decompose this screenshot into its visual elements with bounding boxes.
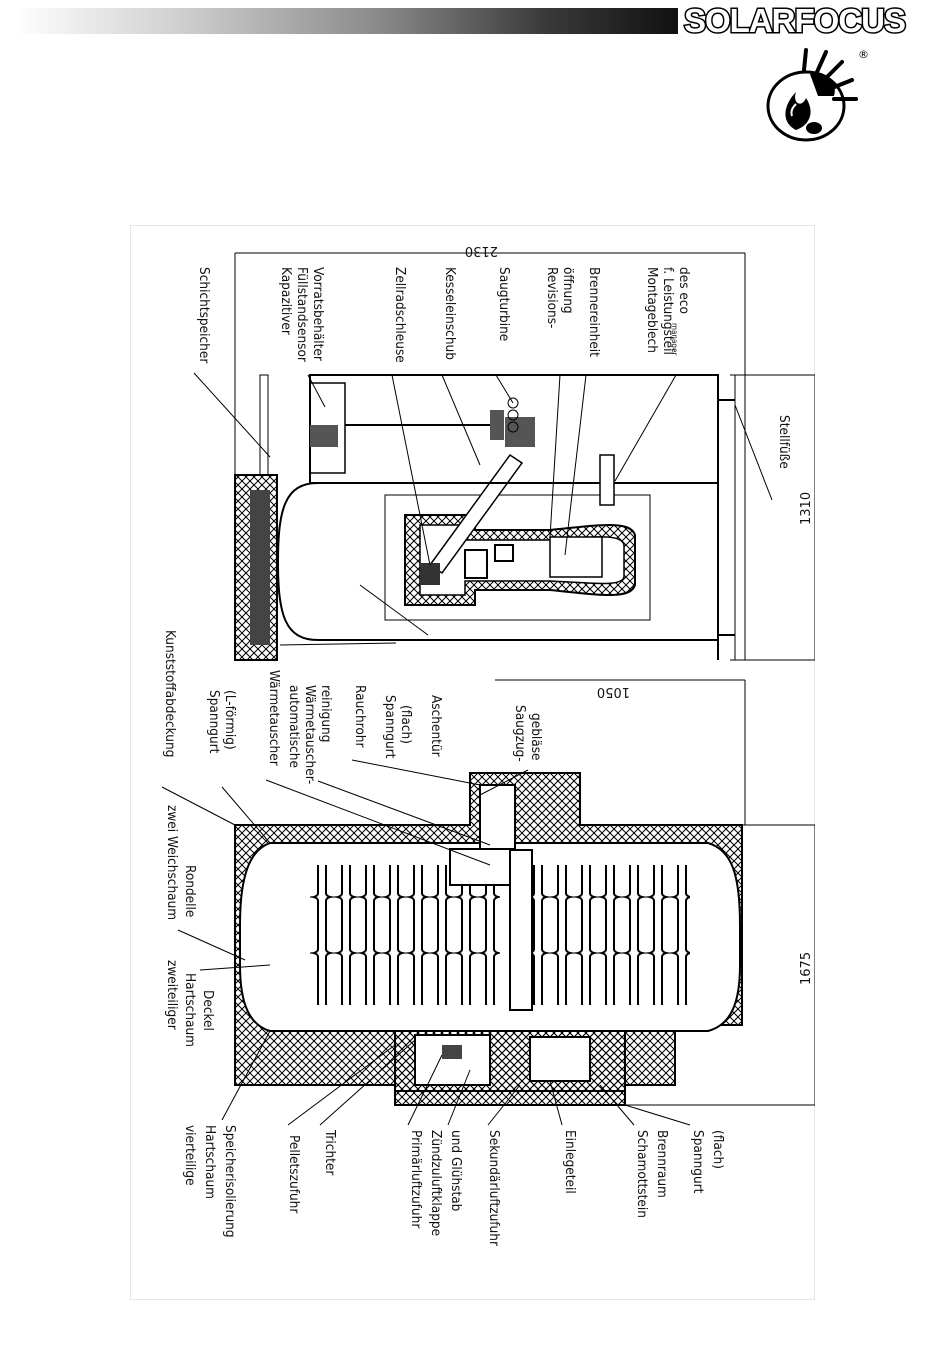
label-geblaese: gebläse (528, 713, 544, 761)
label-stellfuesse: Stellfüße (776, 415, 792, 469)
label-des-eco: des eco (676, 267, 692, 314)
label-kesseleinschub: Kesseleinschub (442, 267, 458, 360)
label-hartschaum-iso: Hartschaum (202, 1125, 218, 1199)
label-primaerluftzufuhr: Primärluftzufuhr (408, 1130, 424, 1228)
label-einlegeteil: Einlegeteil (562, 1130, 578, 1194)
label-speicherisolierung: Speicherisolierung (222, 1125, 238, 1238)
label-montageblech: Montageblech (644, 267, 660, 353)
label-leistungsteil: f. Leistungsteil (660, 267, 676, 355)
label-deckel: Deckel (200, 990, 216, 1031)
dimension-1050: 1050 (597, 684, 630, 699)
dimension-2130: 2130 (465, 243, 498, 258)
label-spanngurt-l: Spanngurt (206, 690, 222, 754)
label-hartschaum-deckel: Hartschaum (182, 973, 198, 1047)
label-sekundaerluftzufuhr: Sekundärluftzufuhr (486, 1130, 502, 1246)
label-brennereinheit: Brennereinheit (586, 267, 602, 357)
leader-lines (161, 372, 773, 1126)
label-vierteilige: vierteilige (182, 1125, 198, 1186)
label-spanngurt-bottom: Spanngurt (690, 1130, 706, 1194)
label-waermetauscher-dash: Wärmetauscher- (302, 685, 318, 784)
label-zuendzuluftklappe: Zündzuluftklappe (428, 1130, 444, 1236)
upper-unit-drawing (234, 252, 815, 661)
label-aschentuer: Aschentür (428, 695, 444, 757)
label-kunststoffabdeckung: Kunststoffabdeckung (162, 630, 178, 757)
label-vorratsbehaelter: Vorratsbehälter (310, 267, 326, 361)
label-rondelle: Rondelle (182, 865, 198, 917)
label-reinigung: reinigung (318, 685, 334, 742)
label-rauchrohr: Rauchrohr (352, 685, 368, 747)
label-saugturbine: Saugturbine (496, 267, 512, 341)
sun-flame-logo-icon: ® (762, 44, 872, 144)
label-flach-bottom: (flach) (710, 1130, 726, 1169)
registered-mark: ® (858, 48, 869, 61)
header-gradient-bar (14, 8, 678, 34)
lower-unit-drawing (234, 679, 815, 1106)
label-und-gluehstab: und Glühstab (448, 1130, 464, 1212)
dimension-1675: 1675 (799, 952, 814, 985)
label-zellradschleuse: Zellradschleuse (392, 267, 408, 363)
label-trichter: Trichter (322, 1129, 338, 1175)
label-brennraum: Brennraum (654, 1130, 670, 1198)
label-spanngurt-flach-top: Spanngurt (382, 695, 398, 759)
label-oeffnung: öffnung (560, 267, 576, 314)
label-pelletszufuhr: Pelletszufuhr (286, 1135, 302, 1213)
label-kapazitiver: Kapazitiver (278, 267, 294, 335)
label-waermetauscher: Wärmetauscher (266, 670, 282, 766)
brand-name: SOLARFOCUS (683, 1, 908, 41)
label-revisions: Revisions- (544, 267, 560, 328)
label-manager-superscript: manager (670, 323, 679, 355)
label-flach-top: (flach) (398, 705, 414, 744)
dimension-1310: 1310 (799, 492, 814, 525)
label-fuellstandsensor: Füllstandsensor (294, 267, 310, 362)
label-automatische: automatische (286, 685, 302, 768)
label-zwei-weichschaum: zwei Weichschaum (164, 805, 180, 920)
boiler-technical-diagram: 2130 1310 1050 1675 Schichtspeicher Kapa… (130, 225, 815, 1300)
label-schamottstein: Schamottstein (634, 1130, 650, 1218)
label-l-foermig: (L-förmig) (222, 690, 238, 750)
label-saugzug: Saugzug- (512, 705, 528, 762)
label-schichtspeicher: Schichtspeicher (196, 267, 212, 363)
label-zweiteiliger: zweiteiliger (164, 960, 180, 1030)
